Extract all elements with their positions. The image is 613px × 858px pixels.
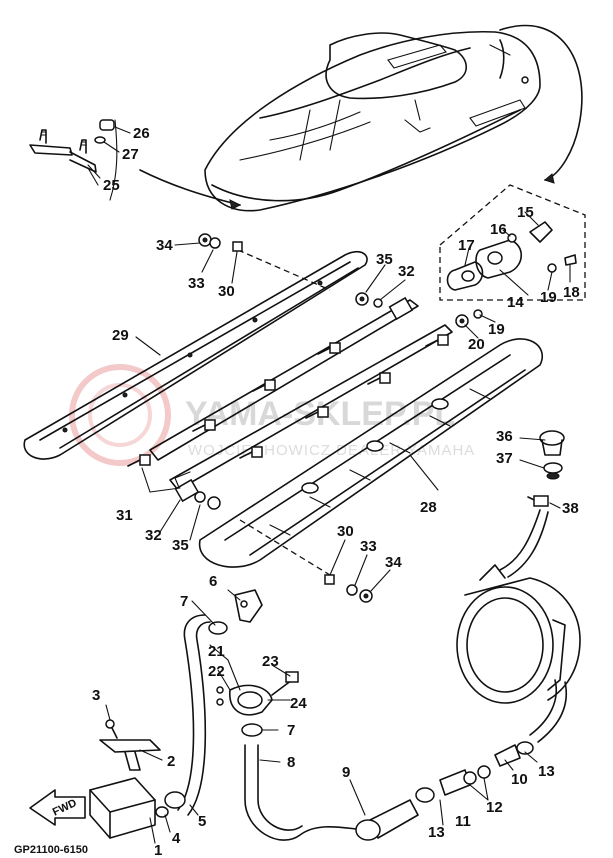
callout-28: 28: [420, 499, 437, 516]
callout-16: 16: [490, 221, 507, 238]
callout-32-lower: 32: [145, 527, 162, 544]
callout-15: 15: [517, 204, 534, 221]
rail-bolts: [127, 334, 449, 467]
callout-32-upper: 32: [398, 263, 415, 280]
callout-3: 3: [92, 687, 100, 704]
callout-33-upper: 33: [188, 275, 205, 292]
drain-plug-group: [499, 430, 565, 578]
callout-labels: 1 2 3 4 5 6 7 7 8 9 10 11 12 13 13 14 15…: [92, 125, 580, 858]
callout-35-upper: 35: [376, 251, 393, 268]
callout-6: 6: [209, 573, 217, 590]
callout-22: 22: [208, 663, 225, 680]
callout-7-upper: 7: [180, 593, 188, 610]
callout-19-lower: 19: [488, 321, 505, 338]
callout-20: 20: [468, 336, 485, 353]
callout-4: 4: [172, 830, 181, 847]
callout-8: 8: [287, 754, 295, 771]
alignment-line: [237, 249, 331, 291]
callout-21: 21: [208, 643, 225, 660]
jet-housing: [456, 564, 581, 743]
callout-31: 31: [116, 507, 133, 524]
callout-7-lower: 7: [287, 722, 295, 739]
callout-14: 14: [507, 294, 524, 311]
callout-35-lower: 35: [172, 537, 189, 554]
fwd-label: FWD: [51, 797, 79, 818]
callout-9: 9: [342, 764, 350, 781]
callout-37: 37: [496, 450, 513, 467]
watermark-sub: WOJCIECHOWICZ DEALER YAMAHA: [188, 442, 475, 459]
leader-curve-left: [139, 169, 241, 206]
callout-5: 5: [198, 813, 206, 830]
leader-lines: [87, 126, 571, 844]
hose-assembly: [89, 589, 534, 841]
callout-13-right: 13: [538, 763, 555, 780]
callout-10: 10: [511, 771, 528, 788]
alignment-line: [239, 519, 331, 576]
callout-18: 18: [563, 284, 580, 301]
callout-11: 11: [455, 813, 471, 830]
callout-1: 1: [154, 842, 162, 858]
callout-29: 29: [112, 327, 129, 344]
callout-12: 12: [486, 799, 503, 816]
callout-2: 2: [167, 753, 175, 770]
leader-curve-right: [499, 24, 583, 181]
callout-25: 25: [103, 177, 120, 194]
flush-fitting-group: [439, 184, 586, 301]
callout-30-upper: 30: [218, 283, 235, 300]
callout-24: 24: [290, 695, 307, 712]
callout-23: 23: [262, 653, 279, 670]
callout-19-upper: 19: [540, 289, 557, 306]
callout-34-upper: 34: [156, 237, 173, 254]
part-31-rail: [149, 296, 453, 503]
fwd-arrow: FWD: [29, 789, 86, 826]
callout-36: 36: [496, 428, 513, 445]
callout-27: 27: [122, 146, 139, 163]
callout-17: 17: [458, 237, 475, 254]
fasteners-upper: [194, 233, 483, 603]
part-29-strip: [23, 250, 368, 460]
callout-30-lower: 30: [337, 523, 354, 540]
callout-13-left: 13: [428, 824, 445, 841]
diagram-code: GP21100-6150: [14, 844, 88, 856]
part-28-grate: [198, 338, 543, 568]
callout-34-lower: 34: [385, 554, 402, 571]
callout-38: 38: [562, 500, 579, 517]
watercraft-illustration: [204, 30, 541, 212]
callout-33-lower: 33: [360, 538, 377, 555]
bracket-assembly: [29, 119, 118, 201]
callout-26: 26: [133, 125, 150, 142]
